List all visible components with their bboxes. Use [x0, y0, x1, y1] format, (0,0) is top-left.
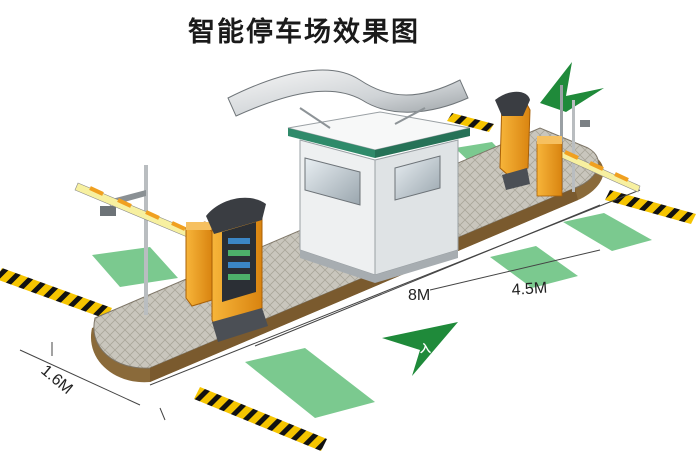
dimension-1-6m-label: 1.6M [37, 362, 75, 398]
barrier-machine-left [185, 221, 213, 307]
hazard-strip-front [194, 387, 327, 451]
page-title: 智能停车场效果图 [188, 17, 420, 48]
hazard-strip-left [0, 268, 112, 319]
dimension-8m-label: 8M [408, 287, 430, 304]
hazard-strip-top-right [447, 113, 494, 132]
barrier-arm-left [74, 182, 196, 240]
hazard-strip-right [605, 190, 696, 224]
green-triangle-arrow-icon: 入 [382, 322, 458, 376]
dimension-lines [19, 189, 641, 421]
light-pole-right [572, 100, 590, 192]
barrier-machine-right [536, 136, 563, 197]
toll-booth [227, 69, 471, 283]
parking-stripes-front [245, 213, 652, 418]
ticket-kiosk-right [495, 91, 531, 190]
ticket-kiosk-left [206, 197, 268, 342]
hazard-strips [0, 113, 696, 451]
light-pole-left [100, 165, 148, 315]
svg-text:入: 入 [420, 342, 431, 355]
dimension-4-5m-label: 4.5M [511, 280, 548, 299]
